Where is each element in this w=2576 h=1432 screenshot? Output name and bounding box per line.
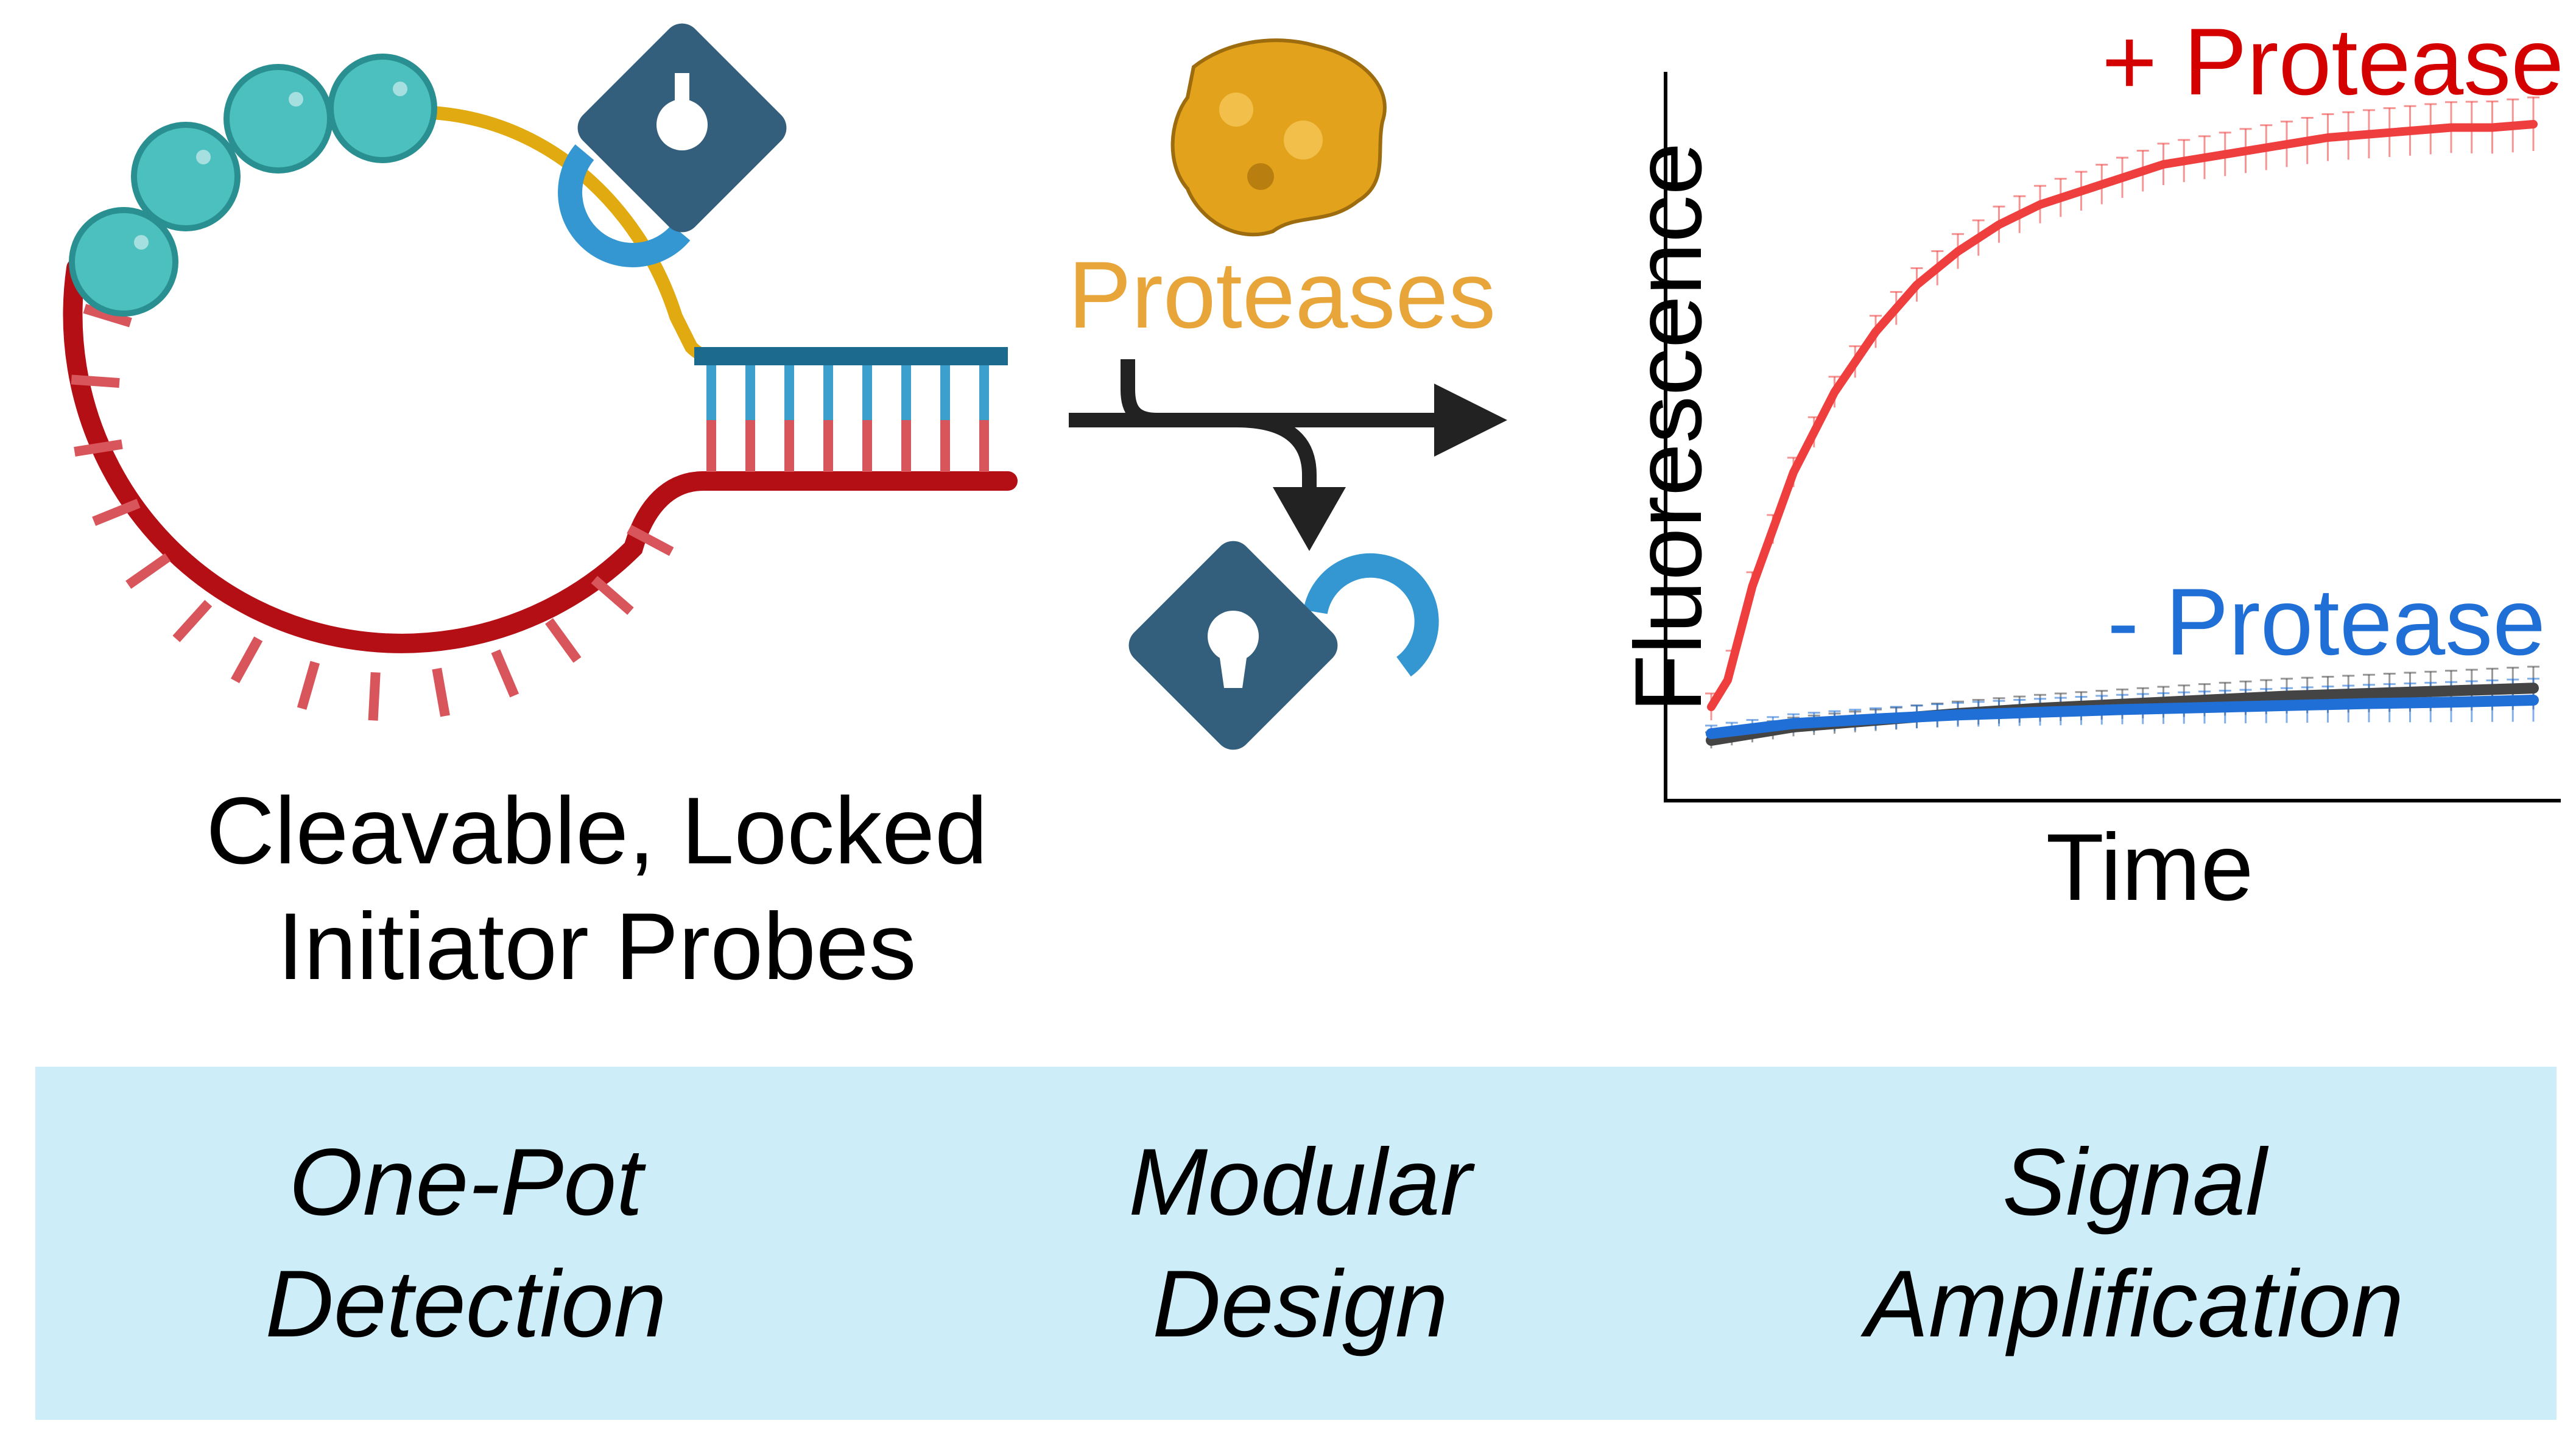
loop-ticks [71, 238, 674, 721]
features-banner [35, 1067, 2557, 1420]
main-arrowhead [1434, 384, 1507, 457]
loop-tick [627, 524, 674, 556]
padlock-unlocked-icon [1128, 541, 1439, 750]
loop-tick [432, 667, 450, 717]
loop-tick [491, 649, 519, 698]
loop-tick [125, 553, 171, 589]
loop-tick [83, 304, 132, 328]
series-line [1706, 695, 2539, 739]
bead-highlight [393, 82, 407, 96]
lock-shackle [558, 144, 691, 267]
loop-tick [545, 618, 582, 663]
feature-signal: Signal Amplification [1800, 1121, 2469, 1365]
loop-tick [591, 575, 634, 615]
fluorescence-chart [1664, 72, 2561, 802]
probe-graphic [63, 23, 1018, 721]
keyhole-slot [1218, 645, 1248, 688]
feature-line2: Design [1152, 1251, 1448, 1357]
proteases-label: Proteases [1068, 242, 1496, 348]
loop-tick [230, 636, 263, 684]
protein-bump [1219, 93, 1253, 127]
feature-line2: Amplification [1865, 1251, 2404, 1357]
feature-line1: Modular [1128, 1129, 1472, 1235]
protein-blob [1170, 38, 1387, 237]
loop-tick [172, 600, 213, 642]
loop-tick [297, 661, 320, 710]
bead-highlight [289, 92, 303, 107]
probe-label: Cleavable, Locked Initiator Probes [110, 773, 1084, 1005]
probe-label-line2: Initiator Probes [277, 894, 917, 1000]
proteases-input-curve [1121, 359, 1158, 427]
release-curve [1236, 413, 1317, 493]
y-axis-label: Fluorescence [1616, 142, 1722, 713]
bead [328, 54, 437, 163]
loop-tick [74, 439, 123, 457]
loop-tick [71, 374, 120, 388]
legend-plus-protease: + Protease [2102, 9, 2564, 115]
feature-line1: One-Pot [289, 1129, 643, 1235]
bead-highlight [134, 235, 149, 250]
loop-tick [368, 672, 381, 721]
release-arrowhead [1273, 487, 1346, 551]
stem-base-pairs [706, 365, 989, 472]
open-shackle [1303, 553, 1439, 677]
feature-modular: Modular Design [965, 1121, 1635, 1365]
protein-bump [1247, 163, 1274, 190]
feature-one-pot: One-Pot Detection [131, 1121, 801, 1365]
feature-line1: Signal [2002, 1129, 2267, 1235]
bead [69, 207, 178, 317]
legend-minus-protease: - Protease [2107, 569, 2546, 675]
keyhole-slot [675, 73, 689, 128]
probe-label-line1: Cleavable, Locked [206, 778, 988, 884]
x-axis-label: Time [2046, 815, 2254, 921]
bead [131, 122, 241, 231]
bead-highlight [196, 150, 211, 164]
feature-line2: Detection [265, 1251, 667, 1357]
bead-chain [69, 54, 437, 317]
series-line [1707, 120, 2538, 711]
bead [223, 64, 333, 174]
loop-tick [92, 499, 141, 526]
padlock-locked-icon [558, 23, 787, 267]
series-layer [1706, 120, 2539, 746]
reaction-arrows [1069, 38, 1507, 750]
protein-bump [1284, 121, 1323, 160]
